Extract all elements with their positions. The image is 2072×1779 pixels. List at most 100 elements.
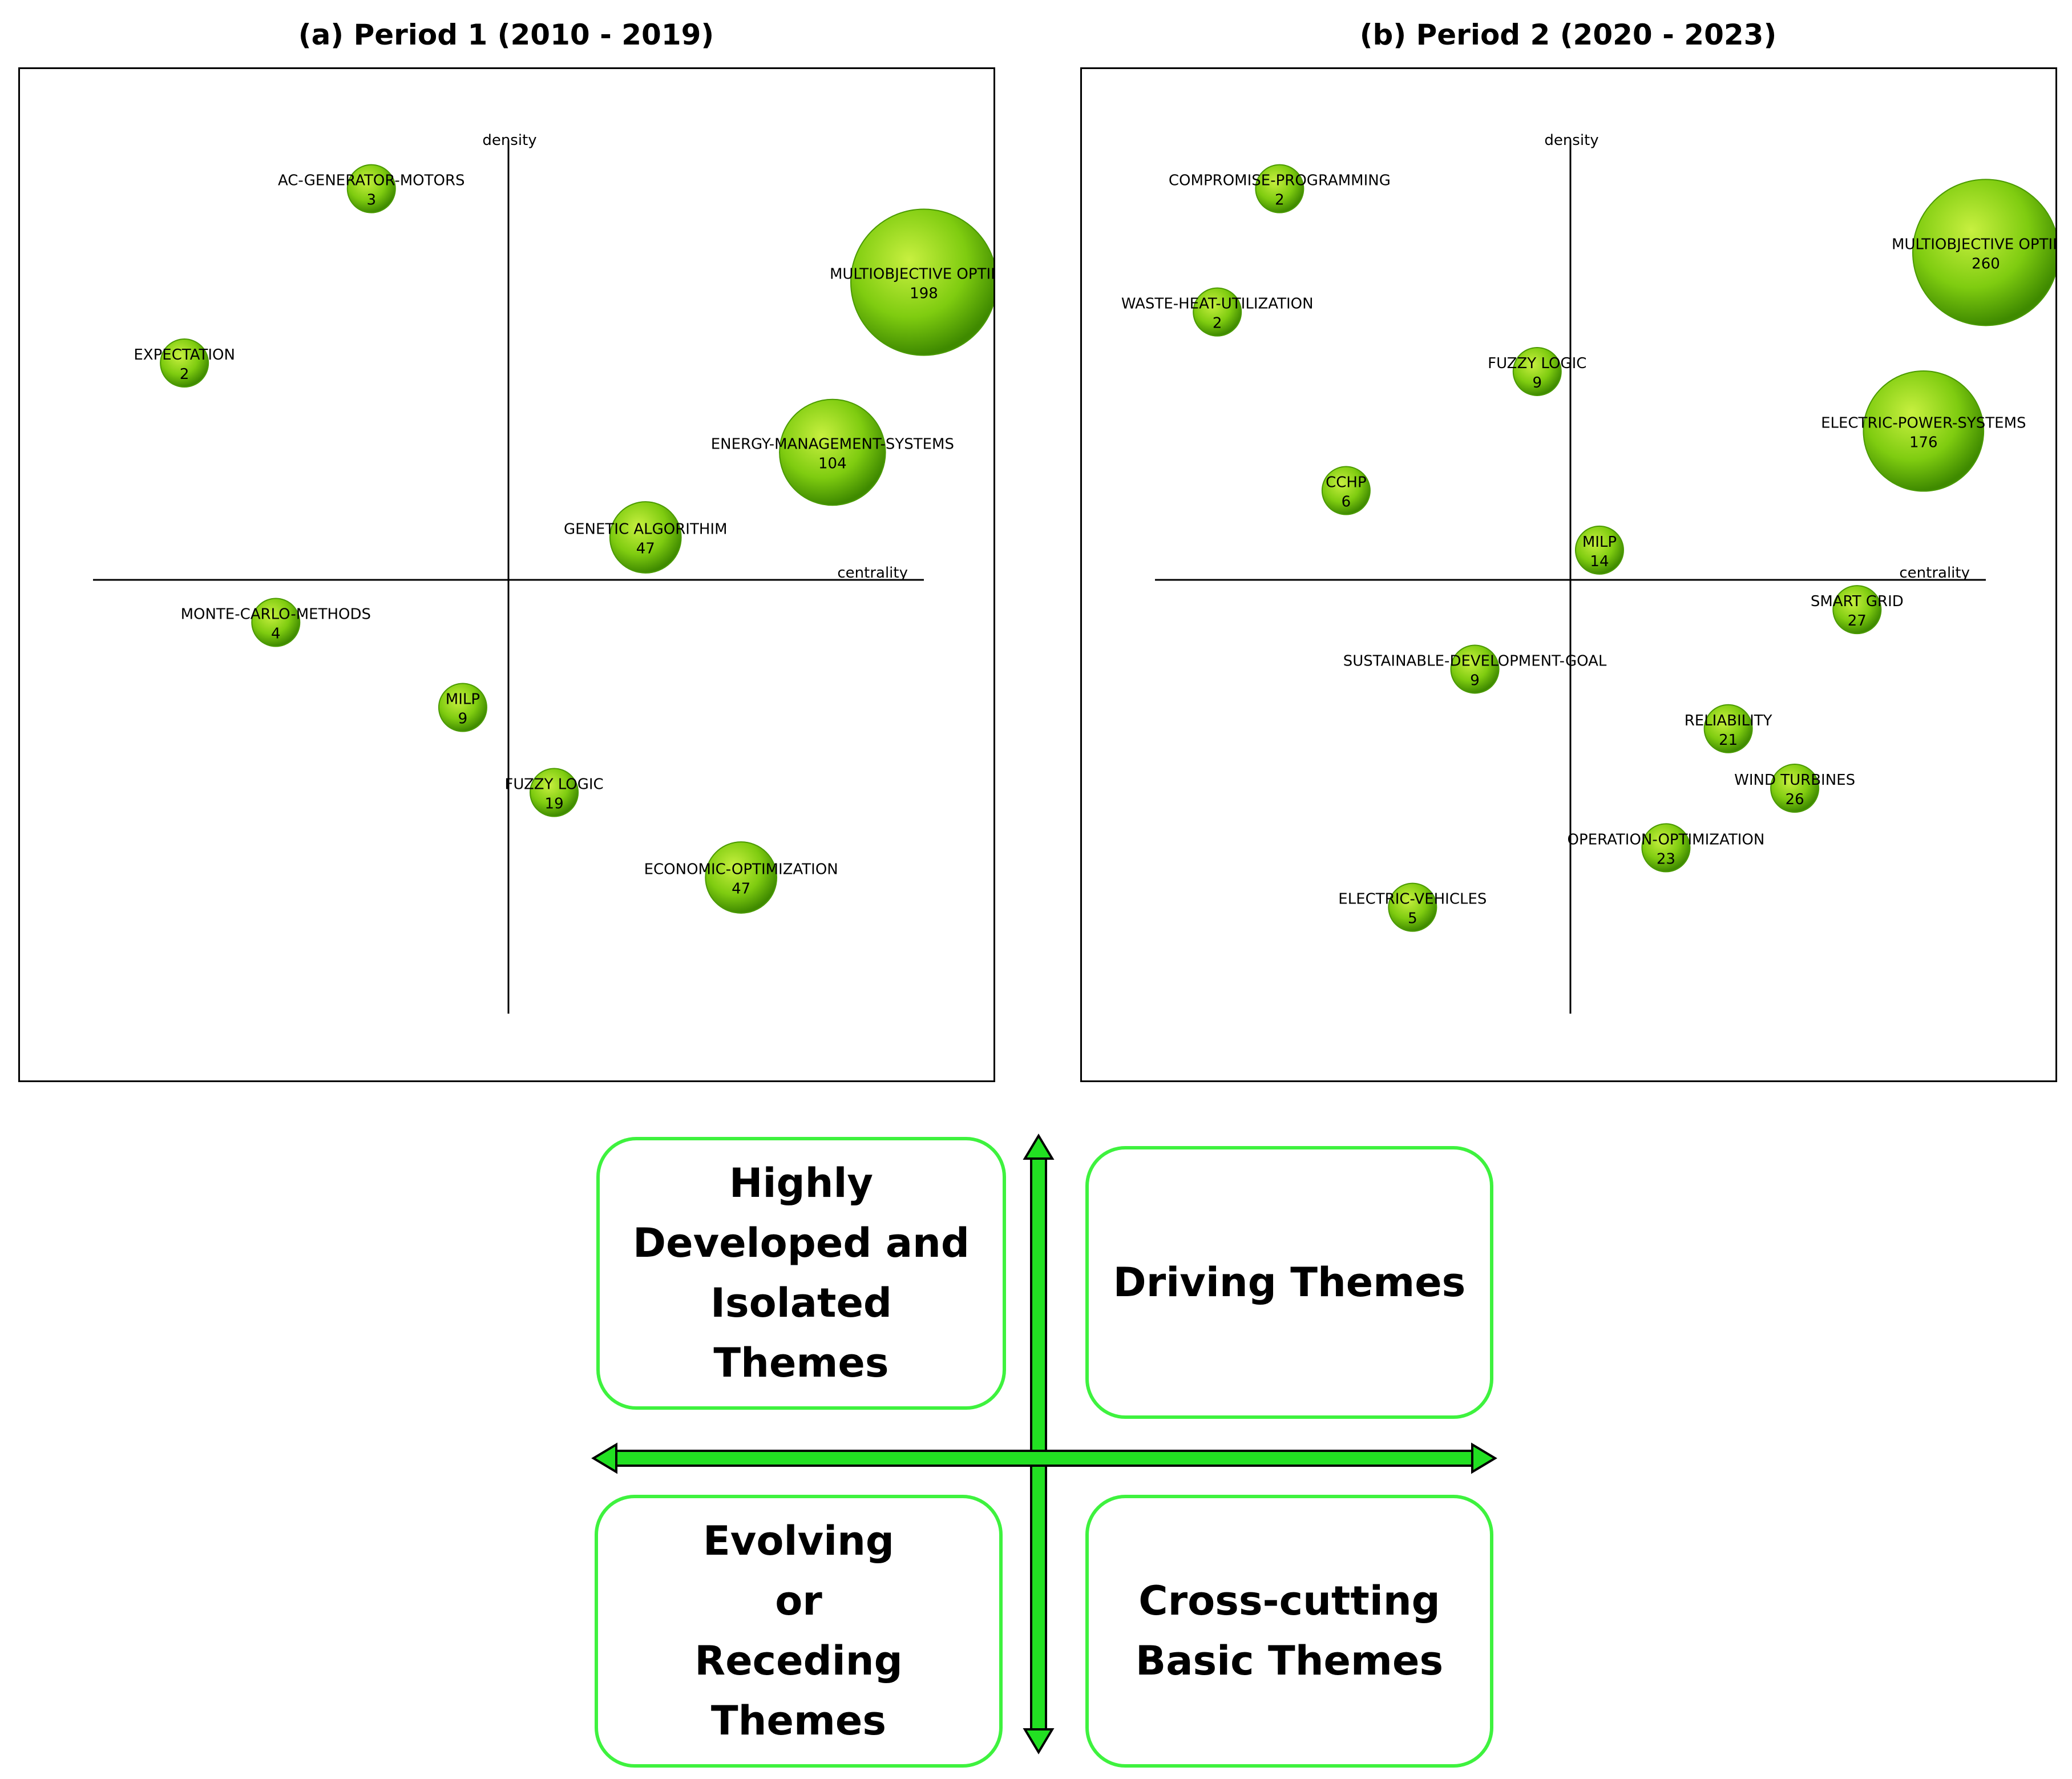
theme-bubble-multiobjective-optimiz: MULTIOBJECTIVE OPTIMIZ198 <box>830 208 993 356</box>
theme-bubble-milp: MILP 14 <box>1574 525 1624 575</box>
theme-bubble-ac-generator-motors: AC-GENERATOR-MOTORS 3 <box>278 164 465 213</box>
theme-bubble-milp: MILP 9 <box>438 683 487 732</box>
quadrant-bottom-left: Evolving or Receding Themes <box>595 1495 1003 1768</box>
bubble-value: 104 <box>818 455 847 473</box>
panel-a-title: (a) Period 1 (2010 - 2019) <box>298 18 714 51</box>
bubble-label: FUZZY LOGIC <box>504 776 603 793</box>
bubble-label: SMART GRID <box>1811 593 1904 610</box>
bubble-circle <box>779 398 886 506</box>
quadrant-top-right-label: Driving Themes <box>1113 1258 1466 1306</box>
theme-bubble-monte-carlo-methods: MONTE-CARLO-METHODS 4 <box>181 598 371 647</box>
bubble-circle <box>1863 370 1985 492</box>
bubble-circle <box>160 338 209 388</box>
theme-bubble-electric-power-systems: ELECTRIC-POWER-SYSTEMS 176 <box>1821 370 2026 492</box>
bubble-value: 9 <box>1470 672 1480 689</box>
theme-bubble-wind-turbines: WIND TURBINES 26 <box>1734 764 1855 813</box>
bubble-value: 23 <box>1657 850 1675 868</box>
bubble-label: FUZZY LOGIC <box>1488 355 1586 372</box>
theme-bubble-compromise-programming: COMPROMISE-PROGRAMMING 2 <box>1169 164 1391 213</box>
bubble-value: 26 <box>1786 791 1804 808</box>
bubble-value: 198 <box>910 285 938 302</box>
quadrant-legend: Highly Developed and Isolated Themes Dri… <box>0 1119 2072 1779</box>
bubble-label: COMPROMISE-PROGRAMMING <box>1169 172 1391 189</box>
x-axis-label: centrality <box>837 564 908 582</box>
theme-bubble-multiobjective-optimiz: MULTIOBJECTIVE OPTIMIZ260 <box>1892 179 2057 326</box>
bubble-label: OPERATION-OPTIMIZATION <box>1568 831 1765 848</box>
bubble-circle <box>1574 525 1624 575</box>
quadrant-top-right: Driving Themes <box>1085 1146 1493 1419</box>
bubble-circle <box>1193 287 1242 337</box>
bubble-circle <box>1321 466 1371 515</box>
bubble-label: RELIABILITY <box>1685 712 1772 729</box>
bubble-value: 9 <box>458 711 468 728</box>
theme-bubble-waste-heat-utilization: WASTE-HEAT-UTILIZATION 2 <box>1121 287 1314 337</box>
bubble-label: AC-GENERATOR-MOTORS <box>278 172 465 189</box>
bubble-circle <box>1641 823 1691 873</box>
bubble-label: ENERGY-MANAGEMENT-SYSTEMS <box>711 436 954 453</box>
bubble-circle <box>1912 179 2055 326</box>
bubble-label: ELECTRIC-POWER-SYSTEMS <box>1821 414 2026 431</box>
bubble-value: 2 <box>1275 192 1285 209</box>
bubble-value: 19 <box>545 796 564 813</box>
bubble-value: 2 <box>1213 315 1222 332</box>
theme-bubble-sustainable-development-goal: SUSTAINABLE-DEVELOPMENT-GOAL 9 <box>1343 644 1607 694</box>
theme-bubble-energy-management-systems: ENERGY-MANAGEMENT-SYSTEMS 104 <box>711 398 954 506</box>
theme-bubble-operation-optimization: OPERATION-OPTIMIZATION 23 <box>1568 823 1765 873</box>
bubble-label: MILP <box>1582 534 1617 551</box>
bubble-value: 176 <box>1909 434 1938 451</box>
bubble-value: 3 <box>366 192 376 209</box>
y-axis-label: density <box>1544 132 1598 149</box>
bubble-circle <box>850 208 993 356</box>
bubble-value: 47 <box>732 881 750 898</box>
bubble-value: 4 <box>271 626 281 643</box>
panel-b-title: (b) Period 2 (2020 - 2023) <box>1359 18 1777 51</box>
bubble-label: WIND TURBINES <box>1734 772 1855 789</box>
bubble-label: WASTE-HEAT-UTILIZATION <box>1121 296 1314 313</box>
theme-bubble-reliability: RELIABILITY 21 <box>1685 704 1772 753</box>
bubble-label: ELECTRIC-VEHICLES <box>1338 891 1487 908</box>
quadrant-top-left: Highly Developed and Isolated Themes <box>596 1137 1006 1410</box>
bubble-label: ECONOMIC-OPTIMIZATION <box>644 861 838 878</box>
y-axis-label: density <box>482 132 536 149</box>
bubble-value: 14 <box>1590 553 1609 570</box>
quadrant-bottom-right-label: Cross-cutting Basic Themes <box>1135 1578 1444 1684</box>
bubble-circle <box>705 841 778 914</box>
x-axis-label: centrality <box>1899 564 1970 582</box>
bubble-label: MONTE-CARLO-METHODS <box>181 606 371 623</box>
bubble-circle <box>1388 882 1437 932</box>
bubble-label: GENETIC ALGORITHIM <box>564 521 728 538</box>
vertical-double-arrow <box>1023 1133 1055 1754</box>
bubble-circle <box>1450 644 1500 694</box>
bubble-circle <box>530 768 579 817</box>
bubble-value: 21 <box>1719 732 1738 749</box>
bubble-value: 6 <box>1342 494 1351 511</box>
bubble-circle <box>438 683 487 732</box>
bubble-label: MULTIOBJECTIVE OPTIMIZ <box>1892 236 2057 253</box>
bubble-circle <box>1832 585 1882 635</box>
legend-arrows <box>591 1133 1497 1754</box>
quadrant-bottom-left-label: Evolving or Receding Themes <box>694 1518 903 1744</box>
bubble-circle <box>1255 164 1304 213</box>
bubble-circle <box>346 164 396 213</box>
bubble-circle <box>1703 704 1753 753</box>
quadrant-bottom-right: Cross-cutting Basic Themes <box>1085 1495 1493 1768</box>
theme-bubble-smart-grid: SMART GRID 27 <box>1811 585 1904 635</box>
horizontal-double-arrow <box>591 1442 1497 1474</box>
theme-bubble-fuzzy-logic: FUZZY LOGIC 19 <box>504 768 604 817</box>
bubble-value: 47 <box>636 540 655 558</box>
bubble-value: 2 <box>180 366 189 383</box>
bubble-label: MILP <box>446 691 480 708</box>
bubble-circle <box>1512 346 1562 396</box>
theme-bubble-genetic-algorithim: GENETIC ALGORITHIM 47 <box>564 501 728 574</box>
bubble-label: SUSTAINABLE-DEVELOPMENT-GOAL <box>1343 652 1607 669</box>
quadrant-top-left-label: Highly Developed and Isolated Themes <box>632 1160 970 1386</box>
bubble-value: 27 <box>1848 612 1867 630</box>
bubble-circle <box>1770 764 1820 813</box>
